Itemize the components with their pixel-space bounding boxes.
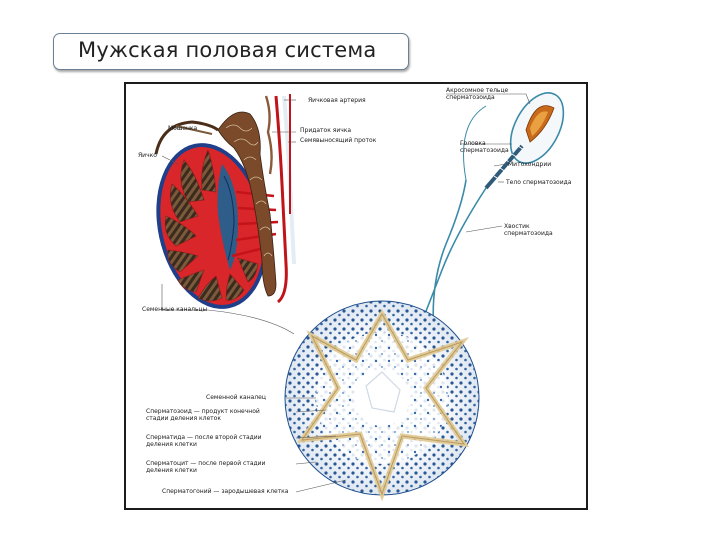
label-spermatocyte-1: Сперматоцит — после первой стадии [146,460,265,467]
label-scrotum: Мошонка [168,125,197,132]
label-spermatozoon-2: стадии деления клеток [146,415,221,422]
label-acrosome: Акросомное тельце сперматозоида [446,87,520,101]
label-spermatozoon-1: Сперматозоид — продукт конечной [146,408,260,415]
label-vas-deferens: Семявыносящий проток [300,137,376,144]
label-testicular-artery: Яичковая артерия [308,97,366,104]
label-spermatocyte-2: деления клетки [146,467,197,474]
testis-illustration [142,94,294,319]
label-mitochondria: Митохондрии [508,161,551,168]
label-spermatid-2: деления клетки [146,441,197,448]
label-spermatid-1: Сперматида — после второй стадии [146,434,262,441]
label-seminiferous-tubule: Семенной каналец [206,394,266,401]
label-spermatogonium: Сперматогоний — зародышевая клетка [162,488,288,495]
label-sperm-tail: Хвостик сперматозоида [504,223,564,237]
label-testis: Яичко [138,152,157,159]
label-sperm-head: Головка сперматозоида [460,140,510,154]
label-epididymis: Придаток яичка [300,127,351,134]
slide-title: Мужская половая система [78,38,376,62]
anatomy-figure: Яичковая артерия Придаток яичка Семявыно… [124,82,588,510]
label-sperm-body: Тело сперматозоида [506,179,571,186]
label-seminiferous-tubules: Семенные канальцы [142,306,207,313]
